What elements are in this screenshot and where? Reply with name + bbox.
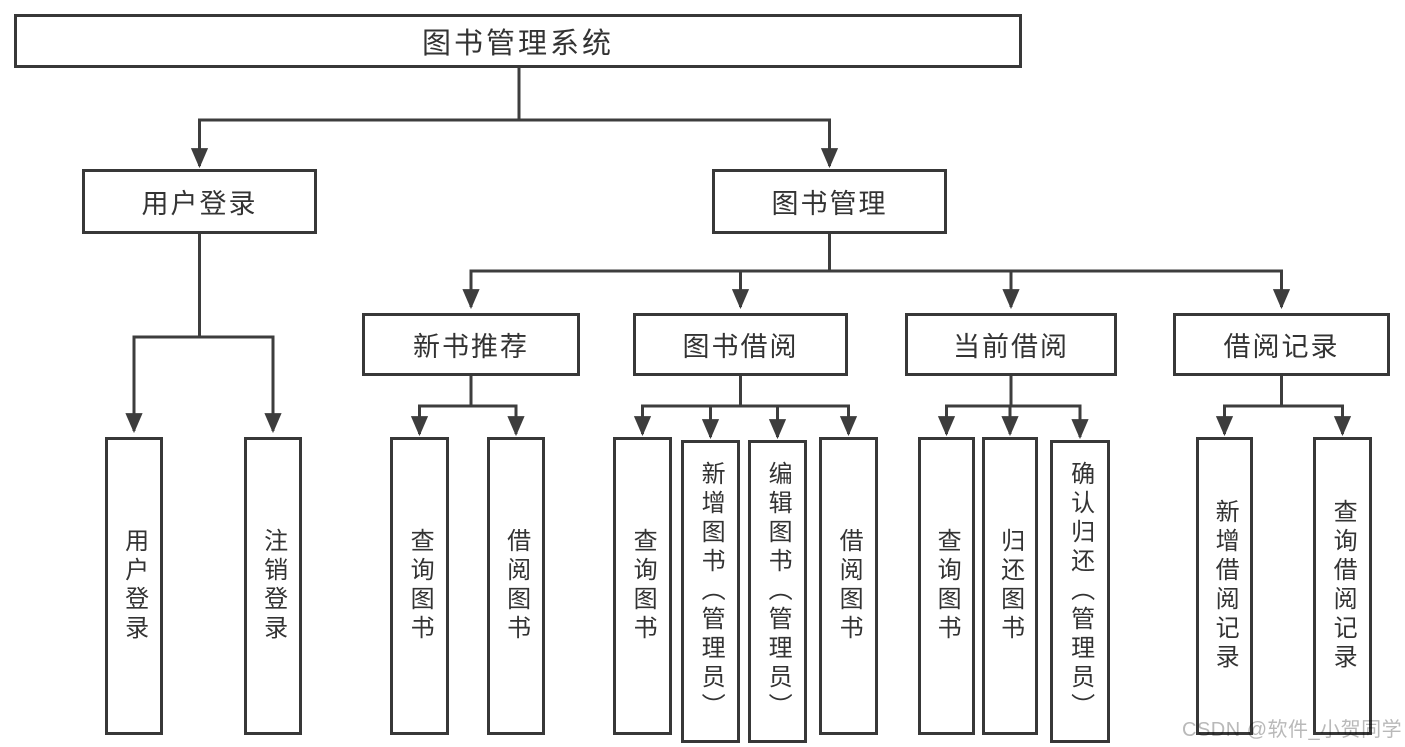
leaf-add-borrow-record-label: 新增借阅记录	[1211, 499, 1239, 673]
leaf-logout-label: 注销登录	[259, 528, 287, 644]
leaf-confirm-return-admin: 确认归还（管理员）	[1050, 440, 1110, 743]
leaf-borrow-books-recommend: 借阅图书	[487, 437, 545, 735]
edges-root	[190, 68, 839, 169]
edges-user-login	[125, 234, 282, 434]
leaf-add-book-admin-label: 新增图书（管理员）	[697, 461, 725, 722]
node-user-login-branch: 用户登录	[82, 169, 317, 234]
leaf-user-login-label: 用户登录	[120, 528, 148, 644]
leaf-query-books-current-label: 查询图书	[933, 528, 961, 644]
node-book-management: 图书管理	[712, 169, 947, 234]
leaf-return-book-label: 归还图书	[996, 528, 1024, 644]
leaf-edit-book-admin: 编辑图书（管理员）	[748, 440, 807, 743]
leaf-user-login: 用户登录	[105, 437, 163, 735]
leaf-borrow-books-label: 借阅图书	[835, 528, 863, 644]
edges-book-borrow	[633, 376, 858, 440]
node-book-management-label: 图书管理	[771, 189, 888, 219]
node-borrow-records: 借阅记录	[1173, 313, 1390, 376]
node-book-borrow: 图书借阅	[633, 313, 848, 376]
leaf-borrow-books-recommend-label: 借阅图书	[502, 528, 530, 644]
edges-new-book-recommend	[410, 376, 525, 437]
leaf-query-books-recommend: 查询图书	[390, 437, 449, 735]
node-root-label: 图书管理系统	[421, 28, 614, 60]
leaf-add-borrow-record: 新增借阅记录	[1196, 437, 1253, 735]
leaf-query-books-current: 查询图书	[918, 437, 975, 735]
leaf-query-borrow-record: 查询借阅记录	[1313, 437, 1372, 735]
leaf-query-books-borrow-label: 查询图书	[629, 528, 657, 644]
leaf-confirm-return-admin-label: 确认归还（管理员）	[1066, 461, 1094, 722]
node-current-borrow-label: 当前借阅	[953, 332, 1069, 362]
node-root: 图书管理系统	[14, 14, 1022, 68]
leaf-add-book-admin: 新增图书（管理员）	[681, 440, 740, 743]
leaf-borrow-books: 借阅图书	[819, 437, 878, 735]
leaf-logout: 注销登录	[244, 437, 302, 735]
leaf-query-books-recommend-label: 查询图书	[406, 528, 434, 644]
leaf-query-borrow-record-label: 查询借阅记录	[1329, 499, 1357, 673]
node-new-book-recommend: 新书推荐	[362, 313, 580, 376]
csdn-watermark: CSDN @软件_小贺同学	[1182, 719, 1403, 741]
edges-book-management	[462, 234, 1291, 310]
node-borrow-records-label: 借阅记录	[1223, 332, 1340, 362]
leaf-return-book: 归还图书	[982, 437, 1038, 735]
node-new-book-recommend-label: 新书推荐	[413, 332, 529, 362]
leaf-edit-book-admin-label: 编辑图书（管理员）	[764, 461, 792, 722]
edges-current-borrow	[937, 376, 1089, 440]
node-book-borrow-label: 图书借阅	[682, 332, 799, 362]
node-user-login-branch-label: 用户登录	[141, 189, 258, 219]
leaf-query-books-borrow: 查询图书	[613, 437, 672, 735]
node-current-borrow: 当前借阅	[905, 313, 1117, 376]
edges-borrow-records	[1215, 376, 1352, 437]
